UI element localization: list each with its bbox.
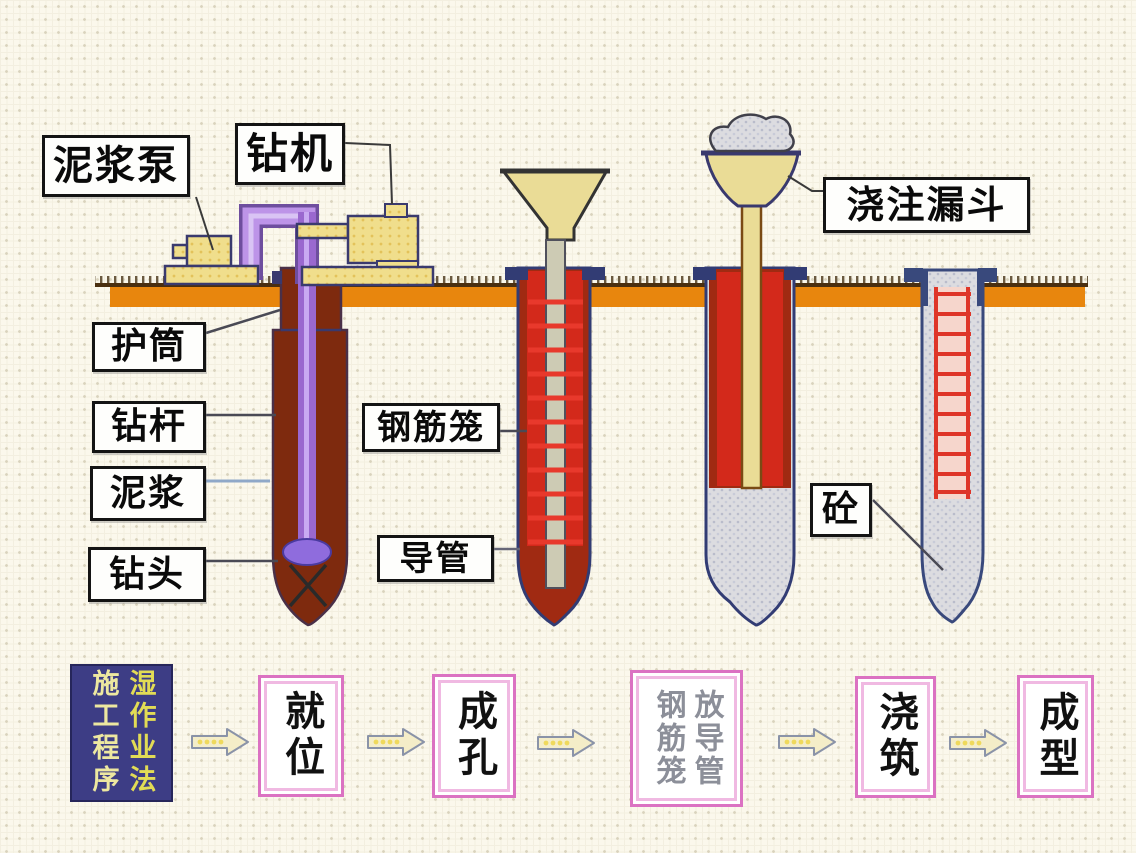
tremie-tube-2: [545, 239, 566, 589]
label-tremie-pipe: 导管: [377, 535, 494, 582]
flow-arrow-1: [190, 726, 250, 762]
mud-pump-machine: [163, 234, 260, 286]
rebar-rungs-2: [528, 299, 583, 545]
label-drill-bit-text: 钻头: [108, 553, 185, 595]
label-concrete-text: 砼: [821, 489, 860, 530]
label-drill-bit: 钻头: [88, 547, 206, 602]
tremie-tube-3: [740, 204, 763, 490]
label-drill-rod: 钻杆: [92, 401, 206, 453]
flow-step-formed-text: 成型: [1032, 690, 1079, 783]
casing-collar-left: [272, 271, 282, 284]
flange-3-left: [693, 267, 716, 280]
label-pouring-funnel: 浇注漏斗: [823, 177, 1030, 233]
drill-bit-blades: [288, 563, 328, 608]
label-drill-rig: 钻机: [235, 123, 345, 185]
flow-step-formed: 成型: [1017, 675, 1094, 798]
pump-body: [185, 234, 233, 268]
flange-4-left: [904, 268, 923, 282]
flow-step-place-cage-tremie: 钢筋笼 放导管: [630, 670, 743, 807]
concrete-heap: [709, 113, 795, 153]
flow-title-left-column: 湿作业法: [124, 669, 156, 797]
flow-title-right-column: 施工程序: [87, 669, 119, 797]
drill-rig-machine: [295, 203, 435, 287]
pile-stage-4-formed: [904, 268, 997, 624]
leader-mud-pump: [195, 196, 214, 251]
flow-step-positioning-text: 就位: [278, 690, 324, 782]
flow-step-hole-forming: 成孔: [432, 674, 516, 798]
leader-concrete: [872, 499, 944, 571]
rebar-ladder-4: [934, 287, 971, 499]
leader-drill-rig: [344, 142, 393, 205]
ground-band: [110, 287, 1085, 307]
flange-2-left: [505, 267, 528, 280]
rig-arm: [295, 222, 350, 240]
pump-base: [163, 264, 260, 286]
flow-step-pouring: 浇筑: [855, 676, 936, 798]
flow-arrow-3: [536, 727, 596, 763]
label-rebar-cage: 钢筋笼: [362, 403, 500, 452]
flow-step-positioning: 就位: [258, 675, 344, 797]
casing-4-left: [922, 270, 928, 306]
leader-funnel: [787, 175, 824, 192]
drill-bit-body: [282, 538, 332, 566]
flow-step-hole-forming-text: 成孔: [451, 690, 497, 782]
casing-4-right: [977, 270, 983, 306]
label-concrete: 砼: [810, 483, 872, 537]
label-drill-rod-text: 钻杆: [110, 406, 187, 447]
flow-step-tremie-column: 放导管: [688, 689, 724, 788]
funnel-3: [704, 152, 800, 208]
label-casing-text: 护筒: [110, 326, 187, 367]
label-casing: 护筒: [92, 322, 206, 372]
label-slurry-text: 泥浆: [109, 472, 186, 514]
label-slurry: 泥浆: [90, 466, 206, 521]
flow-title-box: 施工程序 湿作业法: [70, 664, 173, 802]
label-mud-pump: 泥浆泵: [42, 135, 190, 197]
flow-arrow-5: [948, 727, 1008, 763]
flow-step-pouring-text: 浇筑: [872, 691, 919, 783]
leader-casing: [205, 308, 281, 335]
leader-lines: [195, 142, 944, 571]
flow-step-cage-column: 钢筋笼: [650, 689, 686, 788]
funnel-2: [500, 170, 609, 242]
pile-stage-1-drilling: [239, 204, 349, 627]
rig-motor-box: [384, 203, 408, 218]
pile-stage-3-pouring: [693, 113, 807, 627]
label-pouring-funnel-text: 浇注漏斗: [846, 183, 1007, 227]
pump-spout: [171, 243, 189, 260]
label-mud-pump-text: 泥浆泵: [53, 143, 179, 189]
rig-body: [346, 214, 420, 265]
flow-arrow-4: [777, 726, 837, 762]
label-tremie-pipe-text: 导管: [399, 538, 472, 579]
rig-base: [300, 265, 435, 287]
flange-3-right: [784, 267, 807, 280]
drill-rod-highlight: [304, 212, 309, 560]
label-rebar-cage-text: 钢筋笼: [377, 407, 485, 448]
label-drill-rig-text: 钻机: [245, 129, 334, 178]
flow-arrow-2: [366, 726, 426, 762]
pile-stage-2-rebar-cage: [500, 168, 610, 627]
flange-2-right: [582, 267, 605, 280]
